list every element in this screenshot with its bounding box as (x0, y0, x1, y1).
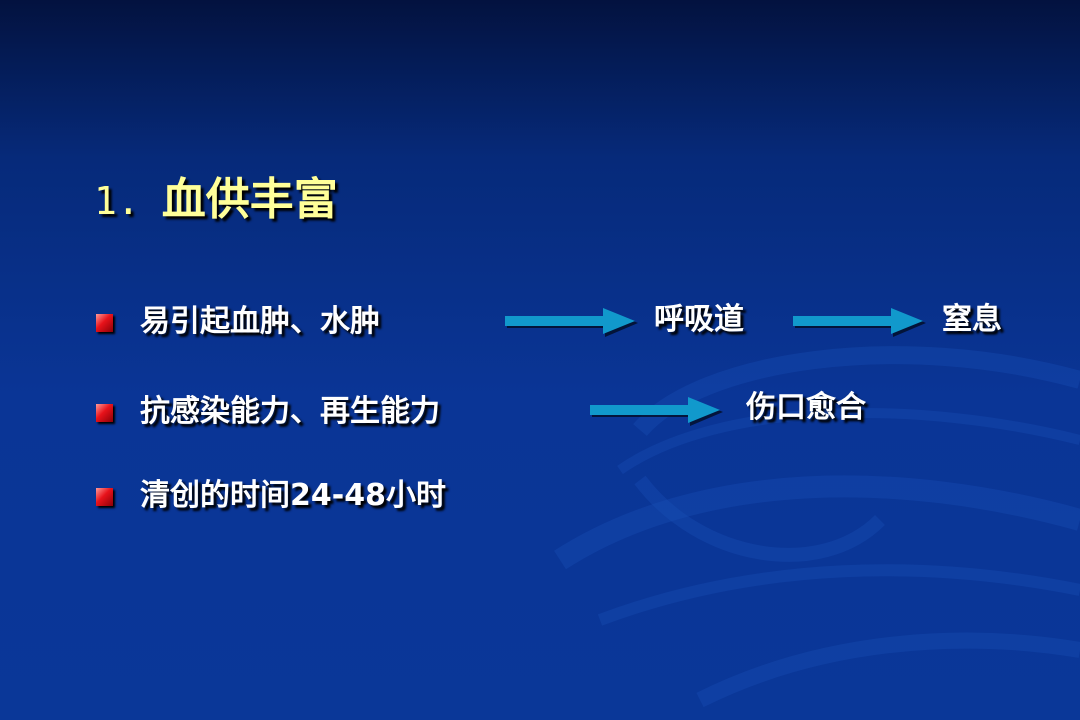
slide-title: 1. 血供丰富 (94, 170, 338, 231)
bullet-text: 抗感染能力、再生能力 (140, 394, 440, 429)
right-arrow-icon (590, 397, 723, 426)
bullet-text: 清创的时间24-48小时 (140, 478, 446, 513)
flow-step-wound-healing: 伤口愈合 (746, 390, 866, 425)
bullet-marker-icon (96, 314, 113, 332)
bullet-marker-icon (96, 488, 113, 506)
right-arrow-icon (793, 308, 926, 337)
title-text: 血供丰富 (161, 174, 338, 225)
title-number: 1. (94, 179, 140, 223)
flow-step-asphyxia: 窒息 (942, 302, 1002, 337)
flow-step-respiratory-tract: 呼吸道 (654, 302, 744, 337)
right-arrow-icon (505, 308, 638, 337)
bullet-text: 易引起血肿、水肿 (140, 304, 380, 339)
bullet-marker-icon (96, 404, 113, 422)
